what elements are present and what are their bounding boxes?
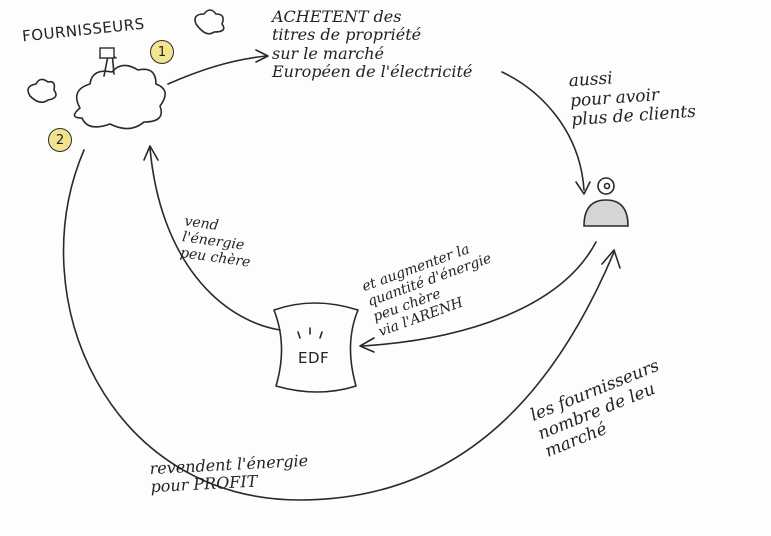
cloud-icon bbox=[27, 78, 57, 104]
edf-label: EDF bbox=[298, 349, 330, 367]
arrow-to-consumer bbox=[501, 71, 585, 191]
edf-reactor-icon bbox=[273, 302, 359, 393]
arrow-buy bbox=[167, 55, 267, 85]
arrow-resell bbox=[62, 149, 615, 501]
step-badge-2: 2 bbox=[48, 128, 72, 152]
cloud-icon bbox=[194, 9, 225, 35]
step-badge-1: 1 bbox=[150, 40, 174, 64]
edge-label-buy-titles: ACHETENT des titres de propriété sur le … bbox=[272, 7, 473, 82]
suppliers-cloud bbox=[73, 47, 166, 130]
arrow-sells bbox=[149, 147, 281, 331]
edge-label-sells-energy: vend l'énergie peu chère bbox=[178, 213, 252, 271]
arrow-arenh bbox=[361, 241, 597, 347]
edge-label-more-clients: aussi pour avoir plus de clients bbox=[568, 68, 697, 131]
consumer-figure-icon bbox=[583, 177, 629, 227]
